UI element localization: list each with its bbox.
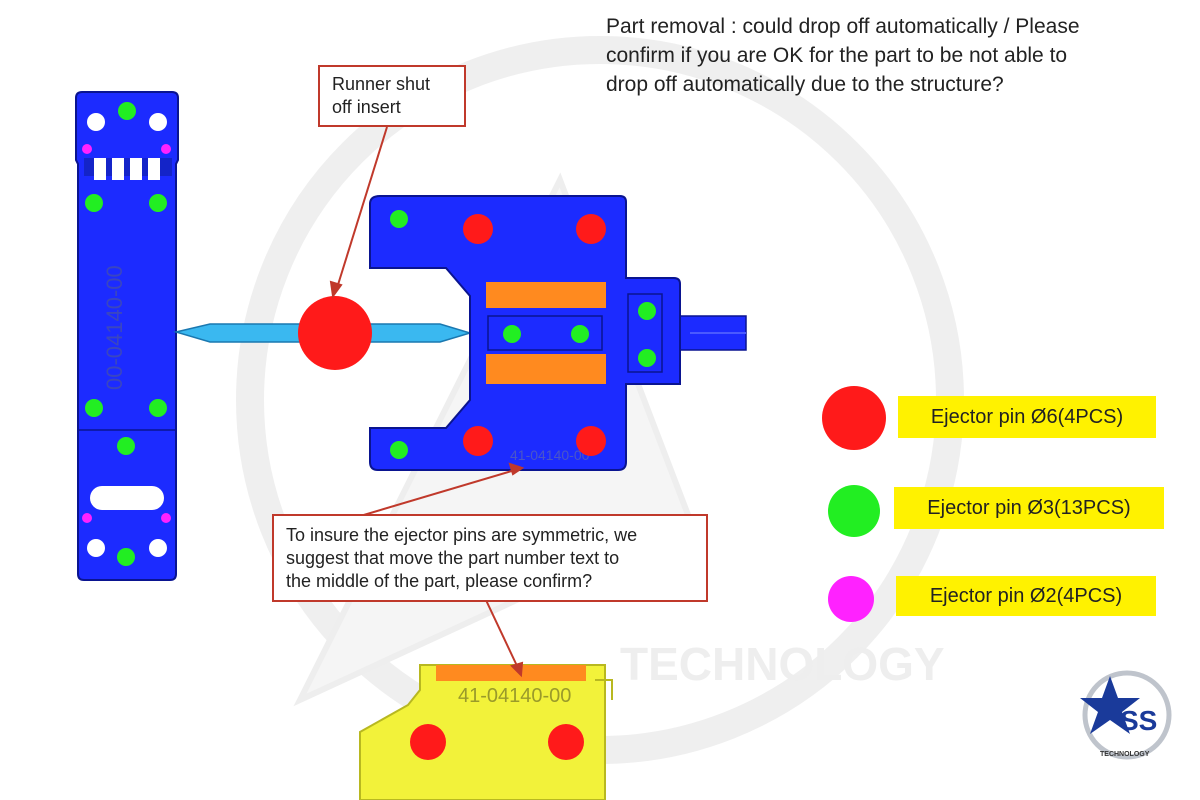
symmetry-callout-line-1: To insure the ejector pins are symmetric…	[286, 525, 638, 545]
left-plate: 00-04140-00	[75, 91, 179, 581]
legend-label-2mm: Ejector pin Ø2(4PCS)	[896, 576, 1156, 616]
part-removal-line-1: Part removal : could drop off automatica…	[606, 15, 1080, 38]
part-removal-line-2: confirm if you are OK for the part to be…	[606, 44, 1068, 67]
symmetry-callout-line-2: suggest that move the part number text t…	[286, 548, 620, 568]
legend-label-3mm: Ejector pin Ø3(13PCS)	[894, 487, 1164, 529]
logo-text: TECHNOLOGY	[1100, 751, 1150, 758]
company-logo: SS TECHNOLOGY	[1080, 670, 1172, 760]
center-part: 41-04140-00	[369, 195, 681, 471]
ejector-pins-6mm	[410, 214, 606, 760]
runner-callout-line-1: Runner shut	[332, 74, 431, 94]
detail-part: 41-04140-00	[359, 664, 613, 800]
center-part-text: 41-04140-00	[510, 447, 590, 463]
ejector-pins-3mm	[85, 102, 656, 566]
plate-text: 00-04140-00	[102, 265, 127, 390]
part-removal-note: Part removal : could drop off automatica…	[606, 12, 1186, 99]
legend-swatch-3mm	[828, 485, 880, 537]
legend-swatch-2mm	[828, 576, 874, 622]
legend-swatch-6mm	[822, 386, 886, 450]
detail-part-number: 41-04140-00	[458, 685, 571, 707]
svg-text:SS: SS	[1120, 705, 1157, 736]
ejector-pins-2mm	[82, 144, 171, 523]
runner-callout: Runner shut off insert	[318, 65, 466, 127]
runner-callout-line-2: off insert	[332, 97, 401, 117]
watermark-text: TECHNOLOGY	[620, 638, 945, 690]
part-removal-line-3: drop off automatically due to the struct…	[606, 73, 1004, 96]
runner-shutoff-insert	[298, 296, 372, 370]
legend-label-6mm: Ejector pin Ø6(4PCS)	[898, 396, 1156, 438]
symmetry-callout: To insure the ejector pins are symmetric…	[272, 514, 708, 602]
callout-arrows	[329, 126, 525, 678]
symmetry-callout-line-3: the middle of the part, please confirm?	[286, 571, 593, 591]
